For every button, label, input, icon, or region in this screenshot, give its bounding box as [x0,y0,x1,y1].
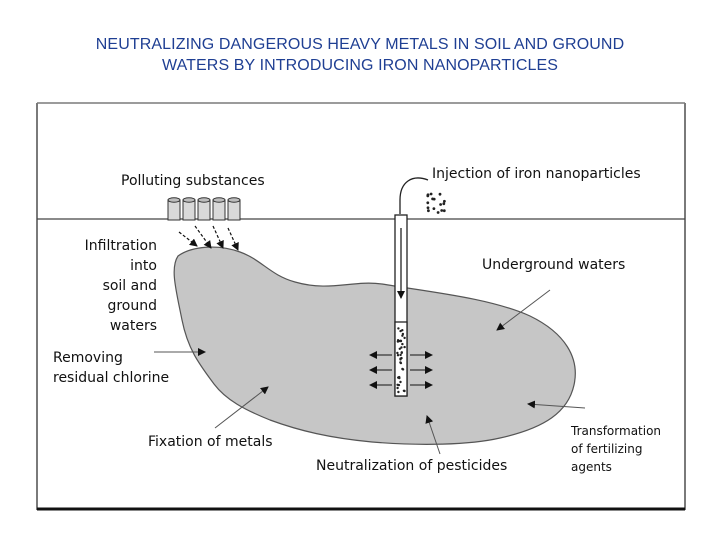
barrel [197,197,211,221]
label-transformation-fertilizing: Transformation of fertilizing agents [571,424,662,474]
nanoparticle-dot [397,339,401,343]
nanoparticle-dot [399,329,402,333]
nanoparticle-dot [438,192,442,196]
diagram-frame [36,102,686,511]
label-removing-chlorine: Removing residual chlorine [53,350,170,386]
infiltration-arrow [227,227,239,251]
barrel [182,197,196,221]
title-line-2: WATERS BY INTRODUCING IRON NANOPARTICLES [161,57,559,74]
barrel [212,197,226,221]
nanoparticle-dot [439,203,442,206]
groundwater-plume [173,246,576,445]
nanoparticle-dot [426,193,430,197]
underground-pointer [496,289,551,331]
nanoparticle-dot [400,351,403,354]
infiltration-arrow [194,225,212,249]
diffusion-arrows [369,351,433,389]
nanoparticle-dot [443,199,446,203]
infiltration-arrow [178,231,198,247]
nanoparticle-dot [401,342,404,346]
nanoparticle-dot [399,339,402,343]
label-infiltration: Infiltration into soil and ground waters [84,238,157,334]
barrel [227,197,241,221]
nanoparticle-dot [403,345,406,349]
nanoparticle-dot [442,209,446,213]
nanoparticle-dot [432,207,436,211]
nanoparticle-dot [436,211,440,214]
fixation-pointer [214,386,269,429]
pesticides-pointer [425,415,441,455]
diagram-title: NEUTRALIZING DANGEROUS HEAVY METALS IN S… [0,34,720,76]
nanoparticle-dot [399,361,402,364]
nanoparticle-cloud [426,192,446,214]
nanoparticle-dot [431,197,434,201]
nanoparticle-dot [396,354,400,357]
nanoparticle-dot [403,336,406,340]
nanoparticle-dot [398,375,401,379]
fertilizing-pointer [527,400,586,409]
nanoparticle-dot [426,201,430,205]
nanoparticle-dot [440,209,444,212]
nanoparticle-dot [397,383,401,387]
nanoparticle-dot [397,390,400,394]
title-line-1: NEUTRALIZING DANGEROUS HEAVY METALS IN S… [95,36,625,53]
nanoparticle-dot [399,357,402,360]
nanoparticle-dot [399,353,402,357]
infiltration-arrow [212,225,224,249]
nanoparticle-dot [398,347,401,350]
pollutant-barrels [167,197,241,221]
label-underground-waters: Underground waters [482,257,626,273]
barrel [167,197,181,221]
nanoparticle-dot [401,332,405,336]
nanoparticles-in-well [396,327,406,394]
nanoparticle-dot [427,209,430,213]
nanoparticle-dot [401,367,404,371]
nanoparticle-dot [429,192,433,196]
nanoparticle-dot [426,206,430,210]
nanoparticle-dot [397,327,400,330]
nanoparticle-dot [396,386,399,390]
nanoparticle-dot [402,389,406,392]
nanoparticle-dot [399,380,402,384]
infiltration-arrows [178,225,239,251]
injection-hose [399,177,429,214]
nanoparticle-dot [396,351,399,355]
label-fixation-of-metals: Fixation of metals [148,434,273,450]
label-injection: Injection of iron nanoparticles [432,166,641,182]
label-neutralization-pesticides: Neutralization of pesticides [316,458,508,474]
nanoparticle-dot [400,346,403,349]
label-polluting-substances: Polluting substances [121,173,265,189]
nanoparticle-dot [442,202,446,206]
